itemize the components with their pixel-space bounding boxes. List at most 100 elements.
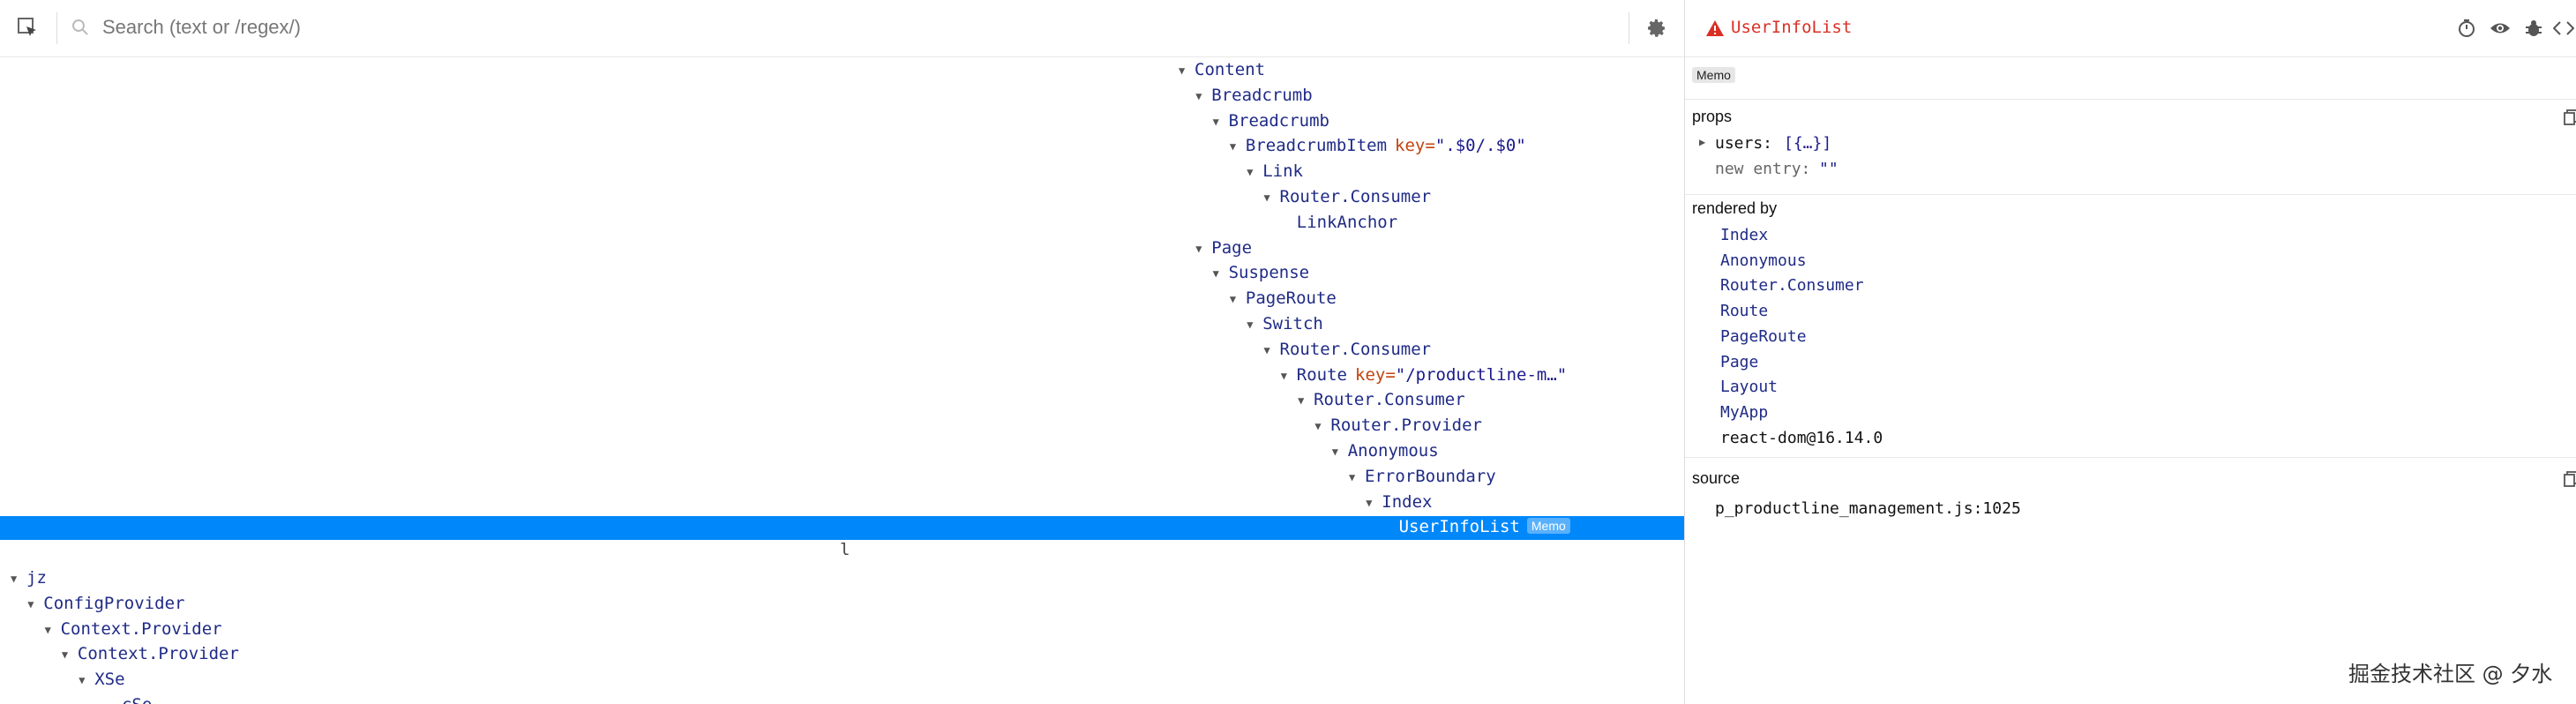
caret-down-icon[interactable]: ▼ [1298,394,1305,408]
tree-row[interactable]: ▼PageRoute [1230,286,1337,311]
owner-link[interactable]: Router.Consumer [1720,276,1864,296]
owner-link[interactable]: Page [1720,352,1759,371]
caret-down-icon[interactable]: ▼ [1263,343,1270,356]
copy-icon[interactable] [2562,108,2576,127]
tree-node-label: _cSe [112,695,153,704]
components-tree-panel: Search (text or /regex/) ▼Content▼Breadc… [0,12,1684,704]
memo-badge: Memo [1526,518,1570,535]
owner-link[interactable]: Route [1720,302,1769,321]
caret-down-icon[interactable]: ▼ [61,648,69,662]
tree-node-label: Router.Consumer [1314,390,1465,410]
tree-node-label: Anonymous [1347,441,1439,461]
prop-value[interactable]: [{…}] [1784,134,1832,153]
pane-divider[interactable] [1684,0,1685,704]
owner-link[interactable]: MyApp [1720,402,1769,422]
tree-node-label: BreadcrumbItem [1245,136,1388,156]
tree-row[interactable]: _cSe [96,693,153,704]
caret-down-icon[interactable]: ▼ [1263,191,1270,204]
caret-down-icon[interactable]: ▼ [44,623,51,636]
prop-key[interactable]: users: [1715,134,1773,153]
caret-down-icon[interactable]: ▼ [1229,140,1237,154]
section-divider [1685,457,2576,458]
watermark: 掘金技术社区 @ 夕水 [2348,662,2553,686]
tree-row[interactable]: ▼ Router.Consumer [1298,387,1465,413]
tree-row[interactable]: ▼XSe [79,667,124,693]
tree-node-key-attr: key [1355,364,1386,385]
caret-right-icon[interactable]: ▶ [1699,136,1706,148]
tree-row[interactable]: ▼Router.Consumer [1264,337,1432,363]
tree-row[interactable]: ▼ Switch [1247,311,1323,337]
caret-down-icon[interactable]: ▼ [1229,293,1237,306]
tree-row[interactable]: ▼ Anonymous [1332,438,1439,464]
tree-row[interactable]: ▼ ConfigProvider [27,591,184,617]
tree-row[interactable]: ▼ Suspense [1213,260,1310,286]
caret-down-icon[interactable]: ▼ [1331,446,1338,458]
caret-down-icon[interactable]: ▼ [1212,267,1219,281]
select-element-icon[interactable] [14,14,42,42]
tree-node-key-value: ".$0/.$0" [1434,136,1526,156]
bug-icon[interactable] [2521,16,2546,41]
stopwatch-icon[interactable] [2454,16,2479,41]
caret-down-icon[interactable]: ▼ [1179,64,1186,77]
tree-row[interactable]: ▼ Link [1247,159,1303,184]
copy-icon[interactable] [2562,469,2576,489]
prop-key: new entry: [1715,160,1811,178]
warning-icon [1704,18,1726,39]
tree-row[interactable]: ▼ Router.Provider [1314,413,1482,438]
caret-down-icon[interactable]: ▼ [79,674,86,687]
tree-node-label: ConfigProvider [43,593,185,613]
tree-node-label: Breadcrumb [1228,110,1329,131]
caret-down-icon[interactable]: ▼ [1195,242,1202,255]
tree-node-label: Content [1194,60,1266,79]
toolbar-divider [56,12,57,44]
source-title: source [1692,469,1741,487]
caret-down-icon[interactable]: ▼ [1314,420,1322,433]
tree-row[interactable]: LinkAnchor [1281,210,1397,236]
tree-row[interactable]: ▼ ErrorBoundary [1349,464,1496,490]
tree-node-label: Link [1262,161,1303,182]
caret-down-icon[interactable]: ▼ [1247,318,1254,331]
tree-node-label: ErrorBoundary [1365,466,1496,486]
tree-row[interactable]: ▼Router.Consumer [1264,184,1432,210]
owner-link[interactable]: Anonymous [1720,251,1807,270]
gear-icon[interactable] [1643,14,1671,42]
tree-row[interactable]: ▼ Index [1366,490,1432,515]
caret-down-icon[interactable]: ▼ [1247,166,1254,179]
source-location[interactable]: p_productline_management.js:1025 [1715,499,2021,518]
tree-row[interactable]: ▼jz [11,565,47,591]
props-title: props [1692,108,1733,125]
tree-row[interactable]: ▼Context.Provider [45,617,222,642]
caret-down-icon[interactable]: ▼ [1366,496,1373,509]
caret-down-icon[interactable]: ▼ [11,573,18,585]
tree-node-label: Route [1296,364,1347,385]
caret-down-icon[interactable]: ▼ [1280,369,1288,382]
tree-row[interactable]: ▼Context.Provider [62,641,239,667]
tree-row[interactable]: ▼ Content [1179,57,1265,83]
tree-row[interactable]: ▼Breadcrumb [1195,83,1312,109]
scroll-marker: l [840,540,850,559]
caret-down-icon[interactable]: ▼ [1349,470,1356,483]
inspector-panel: UserInfoList Memo props ▶users:[{…}]new … [1685,0,2576,704]
tree-node-label: Index [1382,491,1433,512]
tree-node-label: Suspense [1228,263,1310,283]
tree-row[interactable]: ▼ Breadcrumb [1213,109,1329,134]
rendered-by-title: rendered by [1692,199,1778,217]
owner-link[interactable]: PageRoute [1720,326,1807,346]
caret-down-icon[interactable]: ▼ [1195,89,1202,102]
tree-node-label: UserInfoList [1398,517,1520,537]
tree-row[interactable]: ▼Page [1195,236,1252,261]
code-icon[interactable] [2551,16,2576,41]
tree-node-label: Router.Provider [1330,416,1482,436]
caret-down-icon[interactable]: ▼ [1212,115,1219,128]
tree-node-label: Switch [1262,314,1323,333]
search-input[interactable]: Search (text or /regex/) [102,16,301,38]
owner-link[interactable]: Layout [1720,378,1778,397]
tree-row-selected[interactable]: UserInfoList Memo [1383,514,1570,540]
owner-link[interactable]: Index [1720,226,1769,244]
equals-sign: = [1425,136,1435,156]
prop-value[interactable]: "" [1819,160,1838,178]
caret-down-icon[interactable]: ▼ [27,597,34,610]
eye-icon[interactable] [2488,16,2512,41]
